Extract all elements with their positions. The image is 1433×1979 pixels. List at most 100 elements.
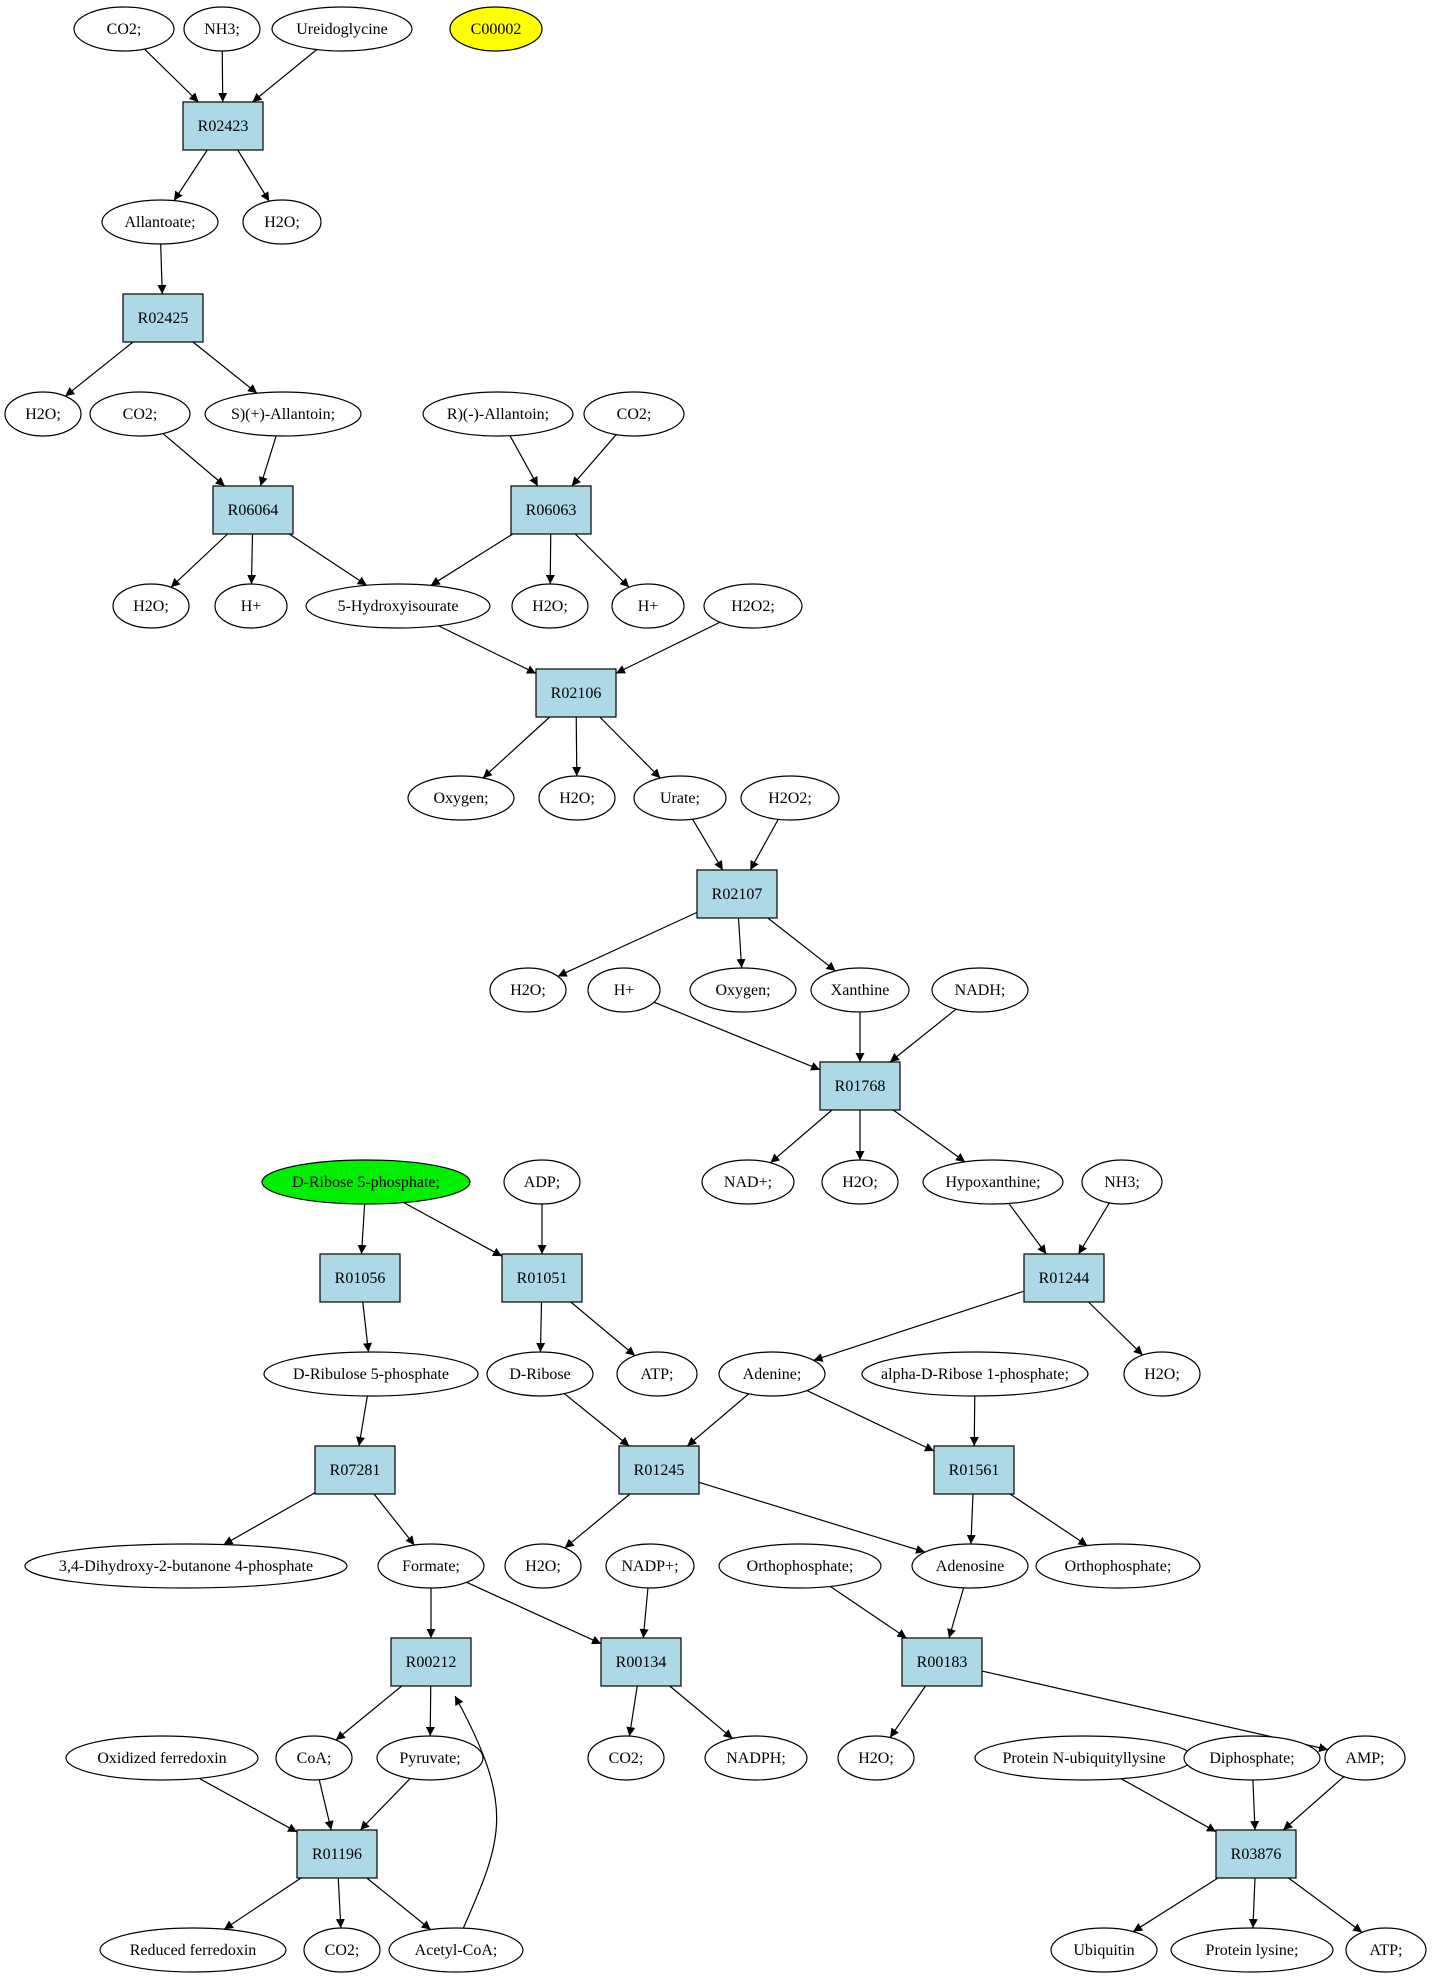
reaction-node-r02425: R02425 [122,293,204,343]
compound-node-reduced-ferredoxin: Reduced ferredoxin [99,1927,287,1973]
node-label: Adenine; [743,1366,802,1383]
compound-ellipse [718,1351,826,1397]
node-label: R02423 [198,118,249,135]
node-label: Protein N-ubiquityllysine [1002,1750,1165,1767]
compound-node-5-hydroxyisourate: 5-Hydroxyisourate [305,583,491,629]
edge-r02425-to-s-allantoin [192,341,258,394]
reaction-box [319,1253,401,1303]
compound-ellipse [605,1543,695,1589]
node-label: R00134 [616,1654,667,1671]
compound-node-protein-lysine: Protein lysine; [1170,1927,1334,1973]
edge-r00212-to-coa [335,1685,403,1741]
compound-node-h2o: H2O; [538,775,616,821]
compound-ellipse [1035,1543,1201,1589]
edge-r02106-to-h2o [572,716,582,777]
node-label: NH3; [204,21,240,38]
edge-r06063-to-h2o [545,533,555,585]
compound-node-adenine: Adenine; [718,1351,826,1397]
compound-ellipse [821,1159,899,1205]
compound-ellipse [99,1927,287,1973]
edge-urate-to-r02107 [692,818,724,871]
edge-h-to-r01768 [653,1001,821,1071]
node-label: Oxidized ferredoxin [97,1750,226,1767]
node-label: H2O; [525,1558,561,1575]
node-label: H2O2; [768,790,812,807]
reaction-box [314,1445,396,1495]
edge-r01196-to-acetyl-coa [366,1877,432,1931]
node-label: H2O; [559,790,595,807]
compound-node-h2o: H2O; [1123,1351,1201,1397]
compound-node-h: H+ [587,967,661,1013]
edge-h2o2-to-r02106 [615,621,721,674]
compound-ellipse [1081,1159,1163,1205]
reaction-node-r02107: R02107 [696,869,778,919]
node-label: R01244 [1039,1270,1090,1287]
compound-ellipse [704,1735,808,1781]
edge-r01561-to-adenosine [966,1493,976,1545]
compound-ellipse [407,775,515,821]
reaction-node-r00183: R00183 [901,1637,983,1687]
compound-node-coa: CoA; [275,1735,353,1781]
node-label: Protein lysine; [1206,1942,1299,1959]
node-label: Oxygen; [433,790,488,807]
edge-r06064-to-h [247,533,257,585]
node-label: H2O; [858,1750,894,1767]
compound-ellipse [911,1543,1029,1589]
edge-r01244-to-adenine [813,1290,1025,1362]
reaction-box [933,1445,1015,1495]
edge-r02423-to-h2o [237,149,270,202]
node-label: ADP; [524,1174,560,1191]
compound-node-h: H+ [214,583,288,629]
compound-node-adp: ADP; [503,1159,581,1205]
compound-node-nh3: NH3; [183,6,261,52]
compound-node-nadp: NADP+; [605,1543,695,1589]
node-label: Allantoate; [124,214,195,231]
compound-ellipse [583,391,685,437]
node-label: Acetyl-CoA; [415,1942,498,1959]
node-label: Formate; [402,1558,460,1575]
node-label: 3,4-Dihydroxy-2-butanone 4-phosphate [59,1558,313,1575]
compound-ellipse [204,391,362,437]
compound-ellipse [214,583,288,629]
compound-ellipse [861,1351,1089,1397]
reaction-node-r03876: R03876 [1215,1829,1297,1879]
edge-oxidized-ferredoxin-to-r01196 [198,1777,298,1833]
reaction-node-r01051: R01051 [501,1253,583,1303]
compound-node-nad: NAD+; [701,1159,795,1205]
edge-hypoxanthine-to-r01244 [1008,1203,1047,1255]
edge-nh3-to-r02423 [218,50,228,103]
edge-orthophosphate-to-r00183 [829,1585,907,1639]
compound-node-acetyl-coa: Acetyl-CoA; [388,1927,524,1973]
edge-r01051-to-atp [570,1301,636,1357]
node-label: ATP; [1370,1942,1403,1959]
node-label: Pyruvate; [399,1750,460,1767]
edge-r06064-to-5-hydroxyisourate [288,533,368,586]
compound-node-h2o: H2O; [837,1735,915,1781]
node-label: ATP; [641,1366,674,1383]
node-label: NAD+; [724,1174,772,1191]
compound-ellipse [1050,1927,1158,1973]
node-label: Hypoxanthine; [945,1174,1040,1191]
reaction-box [1023,1253,1105,1303]
compound-ellipse [1123,1351,1201,1397]
compound-ellipse [837,1735,915,1781]
compound-ellipse [376,1735,484,1781]
edge-r02106-to-oxygen [482,716,551,779]
compound-ellipse [740,775,840,821]
node-label: CO2; [107,21,142,38]
compound-node-d-ribose-5-phosphate: D-Ribose 5-phosphate; [261,1159,471,1205]
node-label: S)(+)-Allantoin; [231,406,335,423]
node-label: R00183 [917,1654,968,1671]
reaction-box [696,869,778,919]
edge-r01051-to-d-ribose [536,1301,546,1353]
edge-allantoate-to-r02425 [157,243,167,295]
node-label: H2O; [264,214,300,231]
reaction-box [296,1829,378,1879]
compound-ellipse [486,1351,594,1397]
edge-s-allantoin-to-r06064 [258,435,277,487]
compound-ellipse [1183,1735,1321,1781]
node-label: R01051 [517,1270,568,1287]
compound-ellipse [503,1159,581,1205]
compound-ellipse [511,583,589,629]
compound-node-h2o: H2O; [4,391,82,437]
